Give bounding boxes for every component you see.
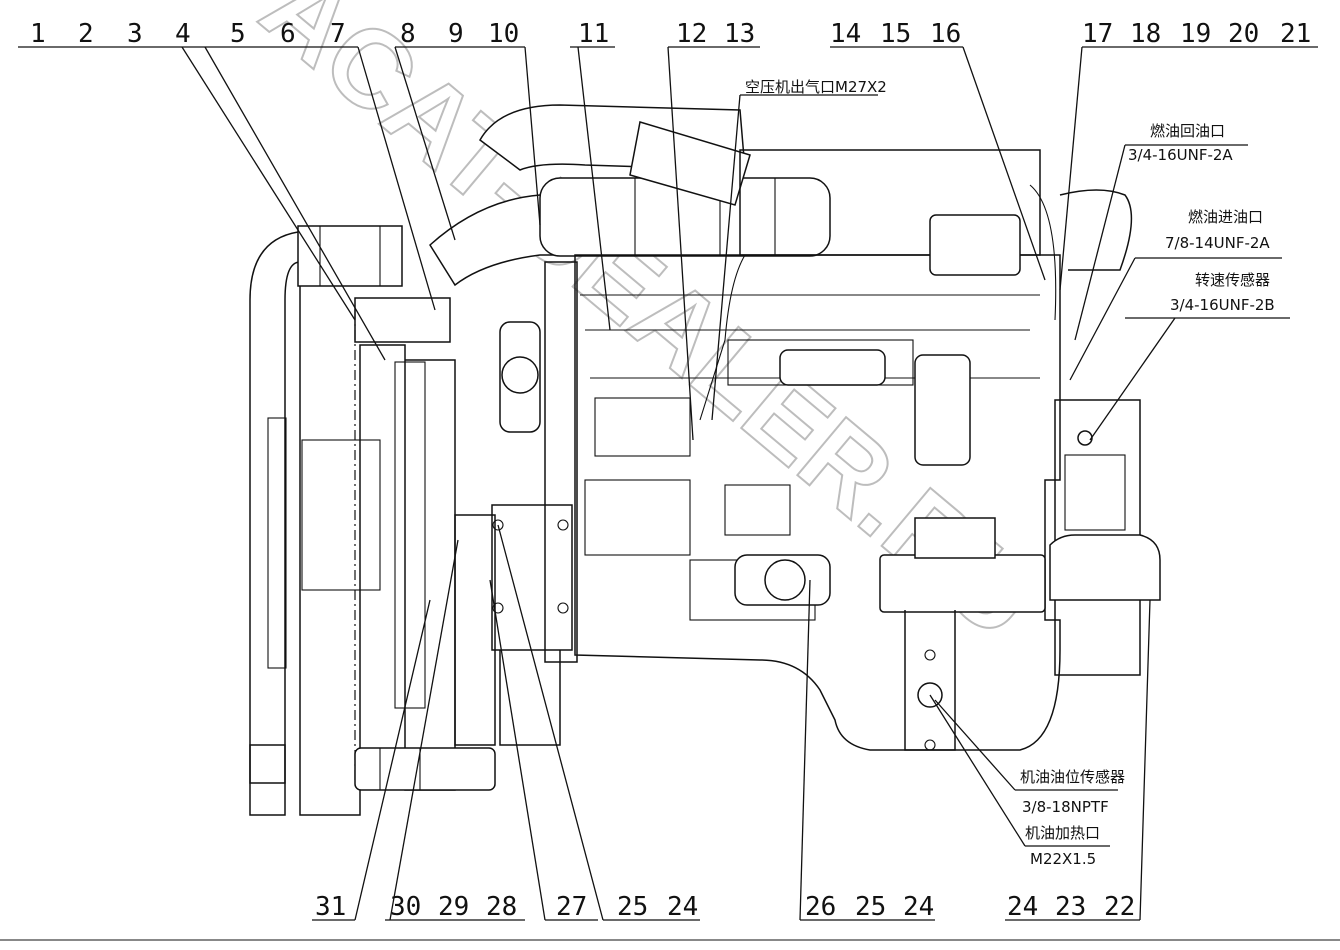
callout-30: 30 [390, 892, 421, 922]
callout-19: 19 [1180, 19, 1211, 49]
callout-21: 21 [1280, 19, 1311, 49]
callout-3: 3 [127, 19, 143, 49]
callout-24-left: 24 [667, 892, 698, 922]
callout-20: 20 [1228, 19, 1259, 49]
callout-7: 7 [330, 19, 346, 49]
callout-25-mid: 25 [855, 892, 886, 922]
top-callouts: 1 2 3 4 5 6 7 8 9 10 11 12 13 14 15 16 1… [30, 19, 1311, 49]
callout-12: 12 [676, 19, 707, 49]
oil-heater-spec: M22X1.5 [1030, 850, 1096, 868]
speed-sensor-spec: 3/4-16UNF-2B [1170, 296, 1275, 314]
callout-26: 26 [805, 892, 836, 922]
callout-28: 28 [486, 892, 517, 922]
callout-2: 2 [78, 19, 94, 49]
leader-lines [181, 46, 1176, 921]
callout-1: 1 [30, 19, 46, 49]
callout-27: 27 [556, 892, 587, 922]
callout-29: 29 [438, 892, 469, 922]
callout-24-right: 24 [1007, 892, 1038, 922]
fuel-return-spec: 3/4-16UNF-2A [1128, 146, 1233, 164]
callout-24-mid: 24 [903, 892, 934, 922]
callout-18: 18 [1130, 19, 1161, 49]
callout-15: 15 [880, 19, 911, 49]
air-compressor-outlet-label: 空压机出气口M27X2 [745, 78, 887, 96]
callout-9: 9 [448, 19, 464, 49]
oil-level-sensor-spec: 3/8-18NPTF [1022, 798, 1109, 816]
callout-25-left: 25 [617, 892, 648, 922]
fuel-inlet-title: 燃油进油口 [1188, 208, 1263, 226]
oil-level-sensor-title: 机油油位传感器 [1020, 768, 1125, 786]
oil-heater-title: 机油加热口 [1025, 824, 1100, 842]
speed-sensor-title: 转速传感器 [1195, 271, 1270, 289]
callout-4: 4 [175, 19, 191, 49]
callout-23: 23 [1055, 892, 1086, 922]
callout-14: 14 [830, 19, 861, 49]
engine-drawing [249, 104, 1161, 816]
spec-annotations: 空压机出气口M27X2 燃油回油口 3/4-16UNF-2A 燃油进油口 7/8… [745, 78, 1275, 868]
callout-8: 8 [400, 19, 416, 49]
callout-17: 17 [1082, 19, 1113, 49]
callout-5: 5 [230, 19, 246, 49]
top-leader-bars [18, 46, 1318, 847]
callout-10: 10 [488, 19, 519, 49]
fuel-inlet-spec: 7/8-14UNF-2A [1165, 234, 1270, 252]
callout-31: 31 [315, 892, 346, 922]
callout-11: 11 [578, 19, 609, 49]
bottom-callouts: 31 30 29 28 27 25 24 26 25 24 24 23 22 [315, 892, 1135, 922]
callout-22: 22 [1104, 892, 1135, 922]
fuel-return-title: 燃油回油口 [1150, 122, 1225, 140]
callout-16: 16 [930, 19, 961, 49]
callout-6: 6 [280, 19, 296, 49]
callout-13: 13 [724, 19, 755, 49]
